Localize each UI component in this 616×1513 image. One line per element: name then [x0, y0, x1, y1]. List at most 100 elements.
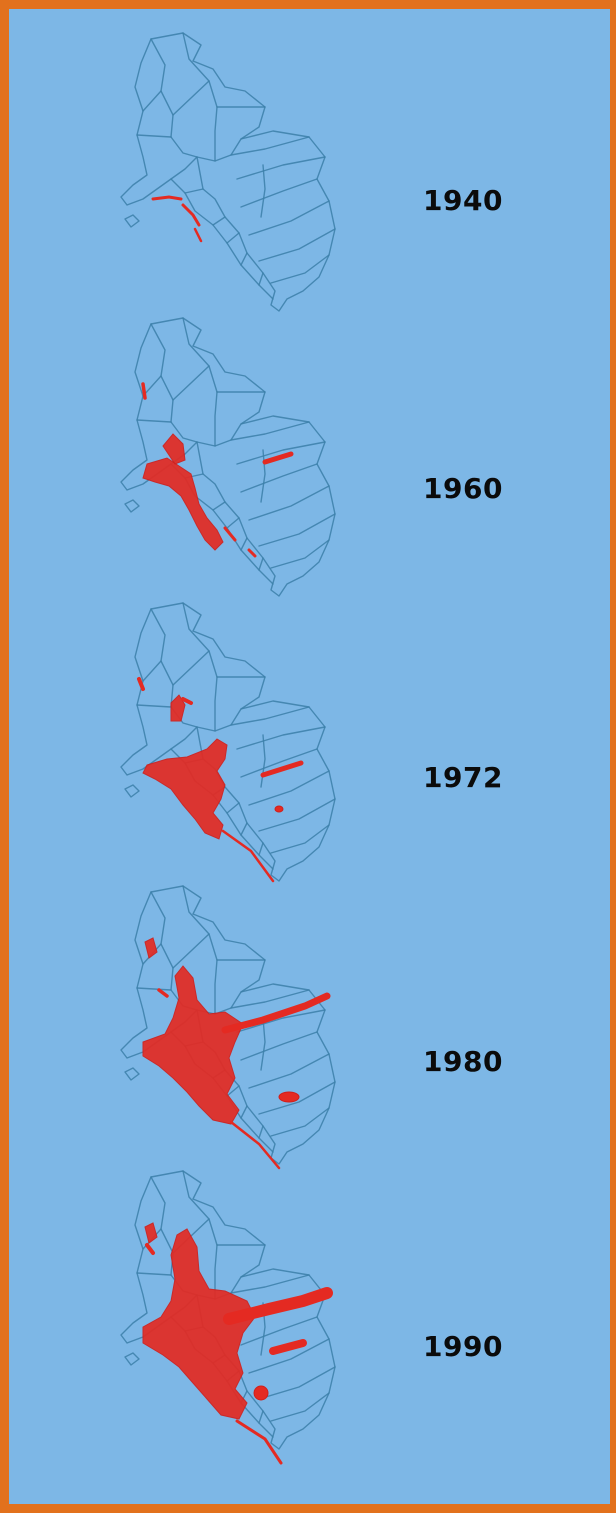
urban-area-region — [247, 548, 257, 558]
district-boundary — [236, 441, 326, 465]
district-boundary — [120, 602, 266, 776]
urban-map-1972 — [120, 602, 336, 883]
urban-area-region — [142, 965, 244, 1125]
district-boundary — [240, 1031, 318, 1061]
map-panel-1980: 1980 — [9, 882, 616, 1172]
urban-area-region — [145, 1243, 155, 1255]
district-boundary — [182, 1170, 218, 1300]
urban-area-region — [142, 457, 224, 551]
district-outlines — [120, 317, 336, 597]
district-boundary — [136, 987, 172, 991]
urban-map-1940 — [120, 32, 336, 312]
district-boundary — [270, 1107, 330, 1137]
urban-area-region — [253, 1385, 269, 1401]
district-boundary — [184, 192, 226, 226]
district-boundary — [270, 1392, 330, 1422]
district-boundary — [120, 32, 266, 206]
urban-map-1960 — [120, 317, 336, 597]
district-boundary — [124, 1352, 140, 1366]
district-boundary — [240, 463, 318, 493]
district-boundary — [172, 650, 210, 686]
urban-area-region — [278, 1091, 300, 1103]
district-boundary — [258, 569, 274, 585]
district-boundary — [136, 134, 172, 138]
district-boundary — [230, 989, 310, 1009]
district-boundary — [258, 1137, 274, 1153]
district-boundary — [124, 214, 140, 228]
district-boundary — [258, 854, 274, 870]
urban-area-region — [151, 195, 183, 201]
district-boundary — [248, 200, 330, 236]
district-boundary — [230, 421, 310, 441]
district-boundary — [258, 1422, 274, 1438]
urban-area-region — [193, 227, 203, 243]
urban-map-1990 — [120, 1170, 336, 1465]
district-boundary — [236, 1009, 326, 1033]
year-label-1980: 1980 — [423, 1045, 503, 1078]
district-boundary — [136, 419, 172, 423]
urban-area — [151, 195, 203, 243]
district-boundary — [124, 1067, 140, 1081]
district-boundary — [236, 156, 326, 180]
urban-area-region — [260, 760, 304, 778]
urban-area-region — [141, 382, 147, 400]
map-panel-1960: 1960 — [9, 314, 616, 604]
year-label-1960: 1960 — [423, 472, 503, 505]
urban-area-region — [235, 1419, 283, 1465]
district-boundary — [258, 284, 274, 300]
district-boundary — [270, 254, 330, 284]
district-boundary — [182, 317, 218, 447]
urban-area — [141, 382, 294, 558]
district-boundary — [230, 1274, 310, 1294]
urban-area-region — [223, 526, 237, 542]
urban-area-region — [269, 1339, 307, 1355]
district-boundary — [124, 499, 140, 513]
district-boundary — [270, 539, 330, 569]
urban-area — [142, 937, 331, 1170]
year-label-1990: 1990 — [423, 1330, 503, 1363]
urban-area-region — [142, 738, 228, 840]
year-label-1972: 1972 — [423, 761, 503, 794]
urban-area-region — [157, 988, 169, 998]
district-boundary — [260, 734, 266, 788]
district-boundary — [182, 32, 218, 162]
district-boundary — [260, 164, 266, 218]
district-boundary — [248, 485, 330, 521]
urban-area-region — [274, 805, 284, 813]
district-boundary — [240, 1316, 318, 1346]
district-boundary — [236, 726, 326, 750]
district-boundary — [260, 449, 266, 503]
district-boundary — [172, 80, 210, 116]
urban-area-region — [144, 937, 158, 959]
district-boundary — [196, 700, 336, 882]
urban-area-region — [137, 677, 145, 691]
urban-area-region — [144, 1222, 158, 1244]
district-boundary — [258, 1081, 336, 1115]
urban-area-region — [221, 992, 331, 1034]
district-boundary — [230, 136, 310, 156]
district-boundary — [182, 602, 218, 732]
district-boundary — [240, 748, 318, 778]
district-boundary — [172, 365, 210, 401]
district-boundary — [136, 1272, 172, 1276]
urban-area-region — [181, 697, 193, 705]
district-outlines — [120, 32, 336, 312]
urban-area-region — [170, 694, 186, 722]
district-boundary — [182, 885, 218, 1015]
urban-map-1980 — [120, 885, 336, 1170]
district-boundary — [196, 130, 336, 312]
district-boundary — [248, 770, 330, 806]
year-label-1940: 1940 — [423, 184, 503, 217]
district-boundary — [196, 415, 336, 597]
district-boundary — [142, 660, 162, 682]
district-boundary — [258, 513, 336, 547]
district-boundary — [270, 824, 330, 854]
urban-area-region — [162, 433, 186, 465]
district-boundary — [230, 706, 310, 726]
urban-area-region — [262, 451, 294, 465]
district-boundary — [258, 798, 336, 832]
district-boundary — [240, 178, 318, 208]
district-outlines — [120, 602, 336, 882]
urban-area-region — [221, 829, 275, 883]
